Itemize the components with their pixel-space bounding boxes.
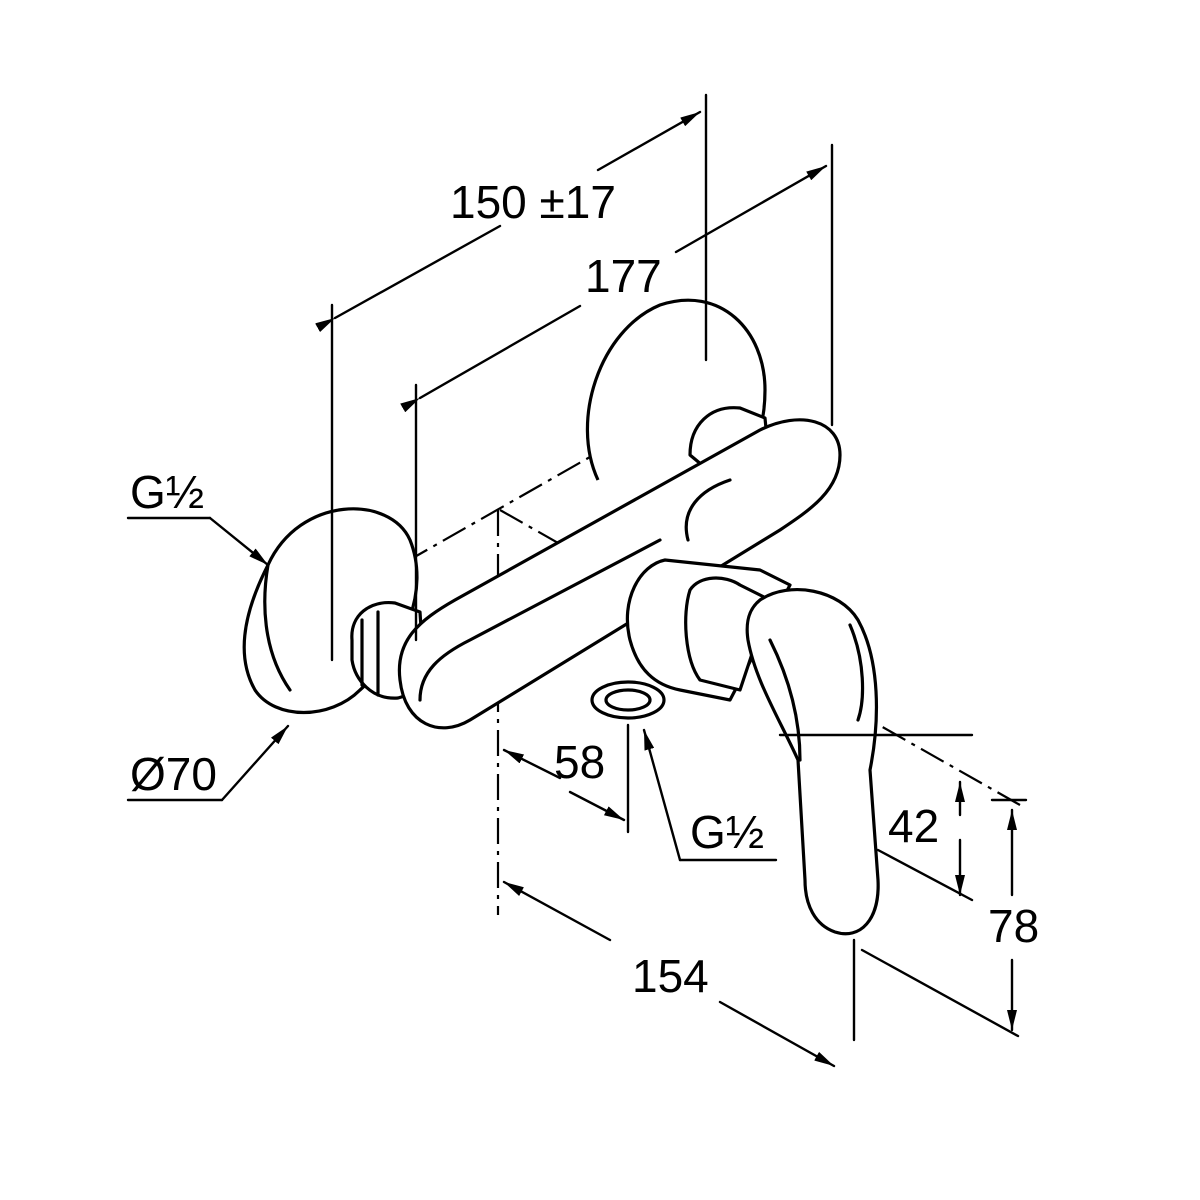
cartridge-housing (625, 558, 792, 702)
label-rosette-diameter: Ø70 (130, 748, 217, 800)
label-center-distance: 150 ±17 (450, 176, 616, 228)
dim-projection: 154 (502, 880, 856, 1068)
dim-center-distance: 150 ±17 (315, 93, 708, 662)
bottom-outlet (590, 680, 666, 720)
dim-overall-width: 177 (400, 143, 834, 642)
dim-inlet-thread: G½ (126, 466, 270, 567)
label-outlet-thread: G½ (690, 806, 764, 858)
dim-outlet-thread: G½ (642, 728, 778, 862)
label-projection: 154 (632, 950, 709, 1002)
label-outlet-offset: 58 (554, 736, 605, 788)
dim-rosette-diameter: Ø70 (126, 724, 290, 802)
dim-total-height: 78 (860, 798, 1039, 1038)
dim-lever-height: 42 (778, 733, 974, 902)
label-lever-height: 42 (888, 800, 939, 852)
mixer-body (397, 418, 842, 730)
label-total-height: 78 (988, 900, 1039, 952)
label-inlet-thread: G½ (130, 466, 204, 518)
label-overall-width: 177 (585, 250, 662, 302)
lever-handle (745, 588, 880, 936)
dim-outlet-offset: 58 (502, 723, 630, 834)
